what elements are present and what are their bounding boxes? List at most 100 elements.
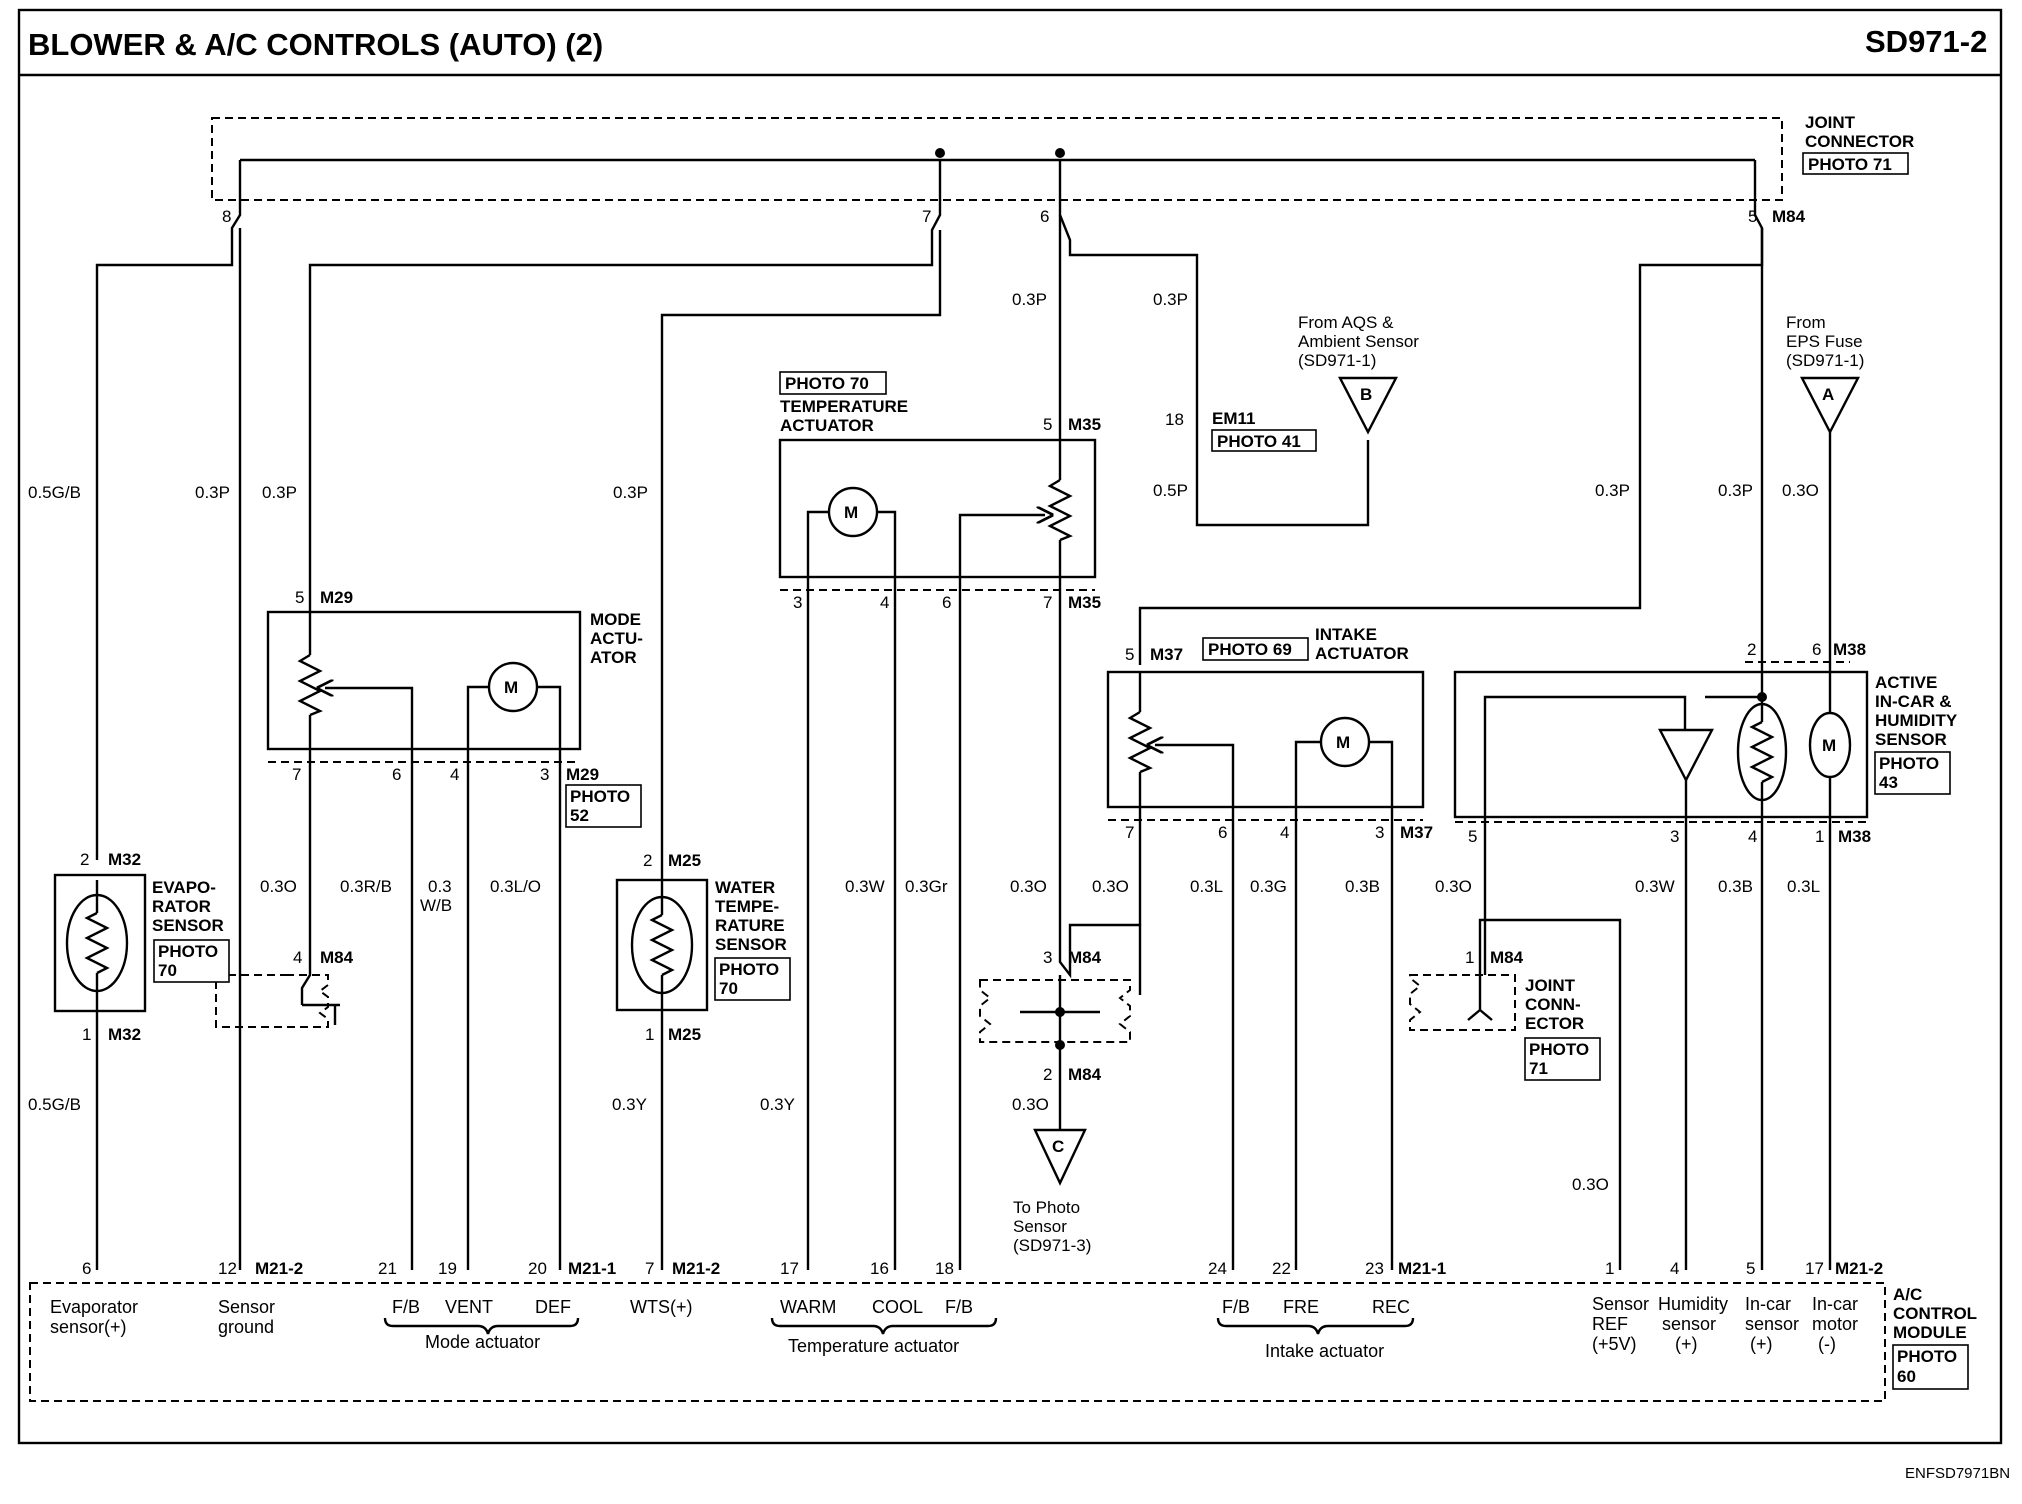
terminal-label: (+) [1675, 1334, 1698, 1354]
pin-number: 4 [880, 593, 889, 612]
component-name: ATOR [590, 648, 637, 667]
photo-tag [1892, 1344, 1969, 1390]
pin-number: 16 [870, 1259, 889, 1278]
incar-sensor-box [1453, 670, 1869, 819]
wire-label: W/B [420, 896, 452, 915]
motor-lead [806, 510, 897, 605]
component-name: INTAKE [1315, 625, 1377, 644]
terminal-label: REF [1592, 1314, 1628, 1334]
motor-label: M [844, 503, 858, 522]
connector-id: M21-1 [568, 1259, 616, 1278]
potentiometer [1127, 710, 1153, 774]
pin-number: 3 [1043, 948, 1052, 967]
wire-label: 0.3B [1718, 877, 1753, 896]
source-text: (SD971-1) [1786, 351, 1864, 370]
source-text: From [1786, 313, 1826, 332]
wire-label: 0.3Gr [905, 877, 948, 896]
pin-number: 7 [645, 1259, 654, 1278]
pin-number: 1 [1465, 948, 1474, 967]
component-name: SENSOR [152, 916, 224, 935]
photo-tag-text: PHOTO 41 [1217, 432, 1301, 451]
photo-tag-text: PHOTO 69 [1208, 640, 1292, 659]
pin-number: 8 [222, 207, 231, 226]
wire-label: 0.3O [260, 877, 297, 896]
temperature-actuator: PHOTO 70 TEMPERATURE ACTUATOR 5 M35 M 3 … [778, 371, 1101, 612]
wire-label: 0.3P [613, 483, 648, 502]
motor-lead [1294, 740, 1394, 820]
wire-label: 0.3P [1153, 290, 1188, 309]
joint-right-box [1409, 974, 1516, 1031]
terminal-label: DEF [535, 1297, 571, 1317]
pin-number: 17 [780, 1259, 799, 1278]
connector-id: M21-1 [1398, 1259, 1446, 1278]
water-temp-sensor: 2 M25 WATER TEMPE- RATURE SENSOR PHOTO 7… [615, 851, 791, 1044]
photo-tag-text: PHOTO [1879, 754, 1939, 773]
source-text: (SD971-1) [1298, 351, 1376, 370]
connector-id: M37 [1400, 823, 1433, 842]
wire-label: 0.3O [1010, 877, 1047, 896]
group-brace [770, 1317, 998, 1335]
terminal-label: (+5V) [1592, 1334, 1637, 1354]
splice-dot [1055, 1040, 1065, 1050]
pin-number: 1 [1605, 1259, 1614, 1278]
photo-tag-text: PHOTO [158, 942, 218, 961]
connector-id: M38 [1838, 827, 1871, 846]
connector-id: M84 [1772, 207, 1806, 226]
mode-actuator-box [266, 610, 582, 751]
pin-number: 1 [82, 1025, 91, 1044]
pin-number: 22 [1272, 1259, 1291, 1278]
dest-text: Sensor [1013, 1217, 1067, 1236]
joint-right-splice [1467, 965, 1493, 1021]
wire-label: 0.3P [262, 483, 297, 502]
pin-number: 6 [1040, 207, 1049, 226]
pin-number: 5 [1043, 415, 1052, 434]
connector-id: M29 [320, 588, 353, 607]
terminal-label: F/B [945, 1297, 973, 1317]
pin-number: 6 [82, 1259, 91, 1278]
wire-temp-outputs [806, 605, 962, 1270]
component-name: TEMPE- [715, 897, 779, 916]
photo-tag [1202, 637, 1309, 661]
terminal-label: sensor(+) [50, 1317, 127, 1337]
photo-tag-text: 52 [570, 806, 589, 825]
group-label: Temperature actuator [788, 1336, 959, 1356]
pin-number: 23 [1365, 1259, 1384, 1278]
motor-lead [466, 685, 562, 760]
wire-wts-feed [660, 230, 942, 880]
connector-id: M25 [668, 851, 701, 870]
evap-sensor-box [53, 873, 147, 1013]
wire-temp-ref [1058, 605, 1142, 995]
connector-id: M84 [1068, 948, 1102, 967]
pin-number: 3 [1670, 827, 1679, 846]
source-triangle [1800, 376, 1860, 435]
wire-label: 0.5G/B [28, 1095, 81, 1114]
component-name: CONN- [1525, 995, 1581, 1014]
wire-incar-outputs [1684, 820, 1832, 1270]
wire-label: 0.3L [1190, 877, 1223, 896]
pot-wiper [958, 515, 1045, 605]
pin-number: 4 [1280, 823, 1289, 842]
terminal-label: WTS(+) [630, 1297, 693, 1317]
photo-tag [714, 957, 791, 1001]
module-name: CONTROL [1893, 1304, 1977, 1323]
connector-id: M84 [320, 948, 354, 967]
component-name: ACTIVE [1875, 673, 1937, 692]
diagram-frame [17, 8, 2003, 1445]
connector-id: M84 [1068, 1065, 1102, 1084]
connector-id: M35 [1068, 593, 1101, 612]
wire-label: 0.3B [1345, 877, 1380, 896]
potentiometer [1047, 478, 1073, 542]
pin-number: 7 [292, 765, 301, 784]
to-photo-sensor: C To Photo Sensor (SD971-3) [1013, 1128, 1091, 1255]
connector-id: M25 [668, 1025, 701, 1044]
module-box [29, 1282, 1886, 1402]
pin-number: 17 [1805, 1259, 1824, 1278]
pin-number: 6 [1812, 640, 1821, 659]
from-aqs-source: B From AQS & Ambient Sensor (SD971-1) [1298, 313, 1419, 435]
potentiometer [297, 653, 323, 717]
group-brace [383, 1317, 580, 1335]
pin-number: 4 [293, 948, 302, 967]
pin-number: 2 [1747, 640, 1756, 659]
photo-tag-text: 43 [1879, 773, 1898, 792]
